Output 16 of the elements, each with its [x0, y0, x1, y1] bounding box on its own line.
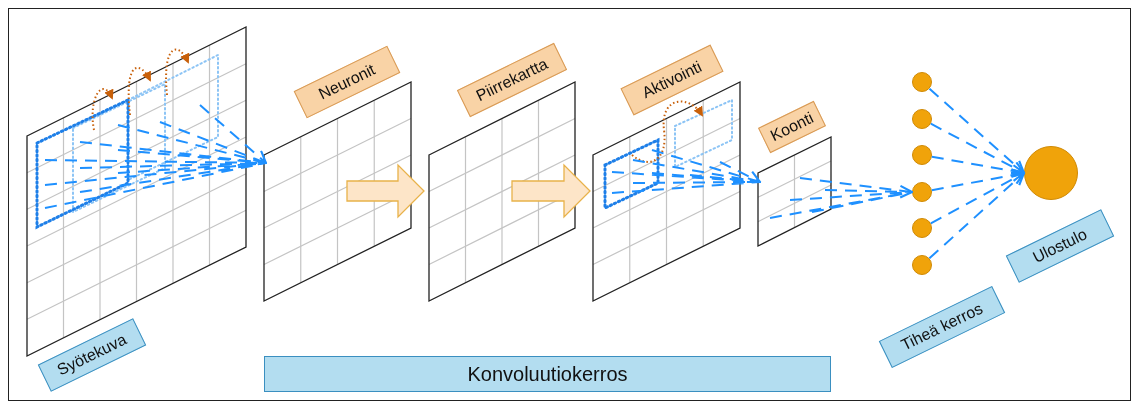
- neuron-circle: [912, 109, 932, 129]
- block-arrow: [346, 163, 425, 219]
- connection-arrow: [928, 87, 1026, 175]
- neuron-circle: [912, 255, 932, 275]
- connection-arrow: [611, 149, 762, 194]
- section-banner: Konvoluutiokerros: [264, 356, 831, 392]
- neuron-circle: [912, 182, 932, 202]
- block-arrow: [511, 163, 591, 219]
- neuron-circle: [912, 145, 932, 165]
- neuron-circle: [912, 218, 932, 238]
- connection-arrow: [44, 104, 268, 209]
- output-neuron-circle: [1024, 146, 1078, 200]
- neuron-circle: [912, 72, 932, 92]
- connection-arrow: [769, 177, 914, 219]
- connection-arrow: [928, 171, 1026, 260]
- layer-label: Tiheä kerros: [878, 285, 1006, 369]
